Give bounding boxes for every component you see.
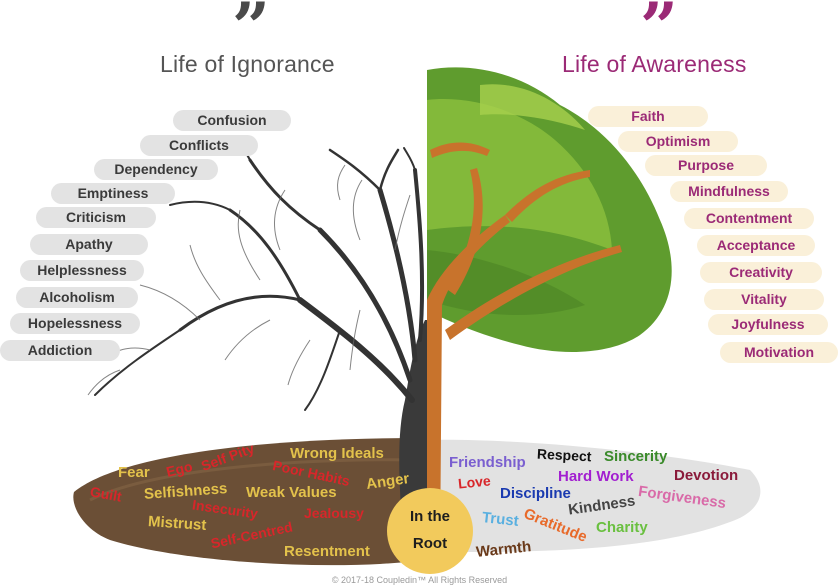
ignorance-trait: Emptiness	[51, 183, 175, 204]
awareness-trait: Contentment	[684, 208, 814, 229]
ignorance-branches	[94, 139, 425, 411]
awareness-trait: Vitality	[704, 289, 824, 310]
ignorance-root-word: Jealousy	[304, 505, 364, 521]
awareness-trait: Faith	[588, 106, 708, 127]
awareness-root-word: Charity	[596, 519, 648, 536]
ignorance-trait: Alcoholism	[16, 287, 138, 308]
ignorance-soil	[73, 438, 427, 566]
awareness-root-word: Discipline	[500, 485, 571, 502]
awareness-root-word: Love	[457, 472, 492, 492]
awareness-trait: Acceptance	[697, 235, 815, 256]
ignorance-trait: Confusion	[173, 110, 291, 131]
awareness-trait: Joyfulness	[708, 314, 828, 335]
ignorance-root-word: Resentment	[284, 543, 370, 560]
awareness-root-word: Respect	[536, 445, 592, 465]
ignorance-trait: Criticism	[36, 207, 156, 228]
awareness-root-word: Sincerity	[604, 448, 668, 465]
ignorance-trait: Dependency	[94, 159, 218, 180]
ignorance-trait: Addiction	[0, 340, 120, 361]
awareness-trait: Creativity	[700, 262, 822, 283]
awareness-root-word: Devotion	[674, 467, 739, 484]
ignorance-root-word: Wrong Ideals	[290, 445, 384, 462]
awareness-trait: Optimism	[618, 131, 738, 152]
root-badge-line2: Root	[412, 535, 448, 552]
awareness-soil	[426, 439, 761, 552]
awareness-root-word: Friendship	[449, 454, 526, 471]
awareness-quote-icon: ”	[640, 0, 678, 66]
awareness-trait: Mindfulness	[670, 181, 788, 202]
awareness-title: Life of Awareness	[562, 51, 747, 77]
awareness-root-word: Hard Work	[558, 468, 634, 485]
ignorance-trait: Conflicts	[140, 135, 258, 156]
ignorance-trait: Apathy	[30, 234, 148, 255]
ignorance-root-word: Mistrust	[147, 512, 207, 535]
ignorance-trait: Helplessness	[20, 260, 144, 281]
ignorance-quote-icon: ”	[232, 0, 270, 66]
ignorance-title: Life of Ignorance	[160, 51, 335, 77]
in-the-root-badge: In the Root	[387, 488, 473, 574]
copyright-notice: © 2017-18 Coupledin™ All Rights Reserved	[331, 575, 508, 585]
ignorance-trait: Hopelessness	[10, 313, 140, 334]
awareness-root-word: Trust	[481, 509, 520, 530]
awareness-trait: Purpose	[645, 155, 767, 176]
ignorance-root-word: Weak Values	[246, 484, 337, 501]
awareness-trait: Motivation	[720, 342, 838, 363]
root-badge-line1: In the	[410, 508, 450, 525]
ignorance-root-word: Fear	[118, 464, 150, 481]
